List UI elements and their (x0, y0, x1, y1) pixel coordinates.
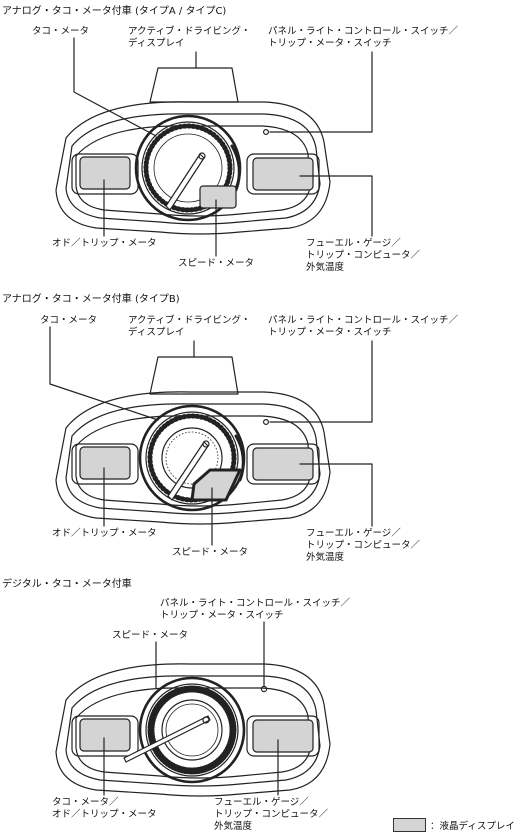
cluster-housing-outer-1 (55, 101, 331, 235)
gauge-inner-dial-2 (165, 431, 219, 485)
legend: ：液晶ディスプレイ (393, 817, 515, 833)
cluster-housing-inner-2 (65, 403, 321, 515)
gauge-ring-1 (141, 121, 235, 215)
speed-label-3: スピード・メータ (112, 630, 189, 641)
fuel-label-1: フューエル・ゲージ／トリップ・コンピュータ／外気温度 (306, 238, 421, 273)
tacho-label-2: タコ・メータ (40, 315, 98, 326)
leader-panel-switch-2 (269, 340, 373, 423)
tacho-odo-label-3: タコ・メータ／オド／トリップ・メータ (52, 797, 157, 820)
legend-label: ：液晶ディスプレイ (430, 821, 515, 832)
left-lcd-frame-2 (71, 443, 139, 485)
fuel-label-3: フューエル・ゲージ／トリップ・コンピュータ／外気温度 (214, 797, 329, 832)
speed-lcd-1 (199, 185, 237, 209)
panel-switch-knob-2 (263, 419, 270, 426)
left-lcd-frame-3 (71, 715, 139, 757)
odo-label-2: オド／トリップ・メータ (52, 528, 157, 539)
left-lcd-2 (79, 446, 131, 480)
cluster-1 (55, 37, 373, 257)
gauge-ring-2 (145, 411, 239, 505)
gauge-redzone-2 (234, 434, 245, 482)
panel-switch-label-2: パネル・ライト・コントロール・スイッチ／トリップ・メータ・スイッチ (268, 315, 459, 338)
tacho-label-1: タコ・メータ (32, 26, 90, 37)
active-display-label-1: アクティブ・ドライビング・ディスプレイ (128, 26, 251, 49)
left-lcd-3 (79, 718, 131, 752)
right-lcd-frame-1 (246, 153, 320, 195)
right-lcd-frame-3 (246, 715, 320, 757)
gauge-redzone-1 (230, 144, 241, 192)
panel-switch-label-1: パネル・ライト・コントロール・スイッチ／トリップ・メータ・スイッチ (268, 26, 459, 49)
right-lcd-3 (252, 719, 314, 753)
speed-label-2: スピード・メータ (172, 547, 249, 558)
active-driving-display-1 (149, 67, 239, 103)
cluster-housing-outer-2 (55, 391, 331, 525)
cluster-housing-inner-1 (65, 113, 321, 225)
gauge-ring-3 (145, 683, 239, 777)
panel-switch-knob-1 (263, 129, 270, 136)
section-1-title: アナログ・タコ・メータ付車 (タイプA / タイプC) (2, 6, 227, 17)
cluster-housing-inner-3 (65, 675, 321, 787)
speed-needle-3 (123, 715, 211, 763)
gauge-inner-1 (153, 133, 223, 203)
gauge-hub-2 (202, 440, 210, 448)
right-lcd-1 (252, 157, 314, 191)
gauge-outer-3 (138, 676, 246, 784)
panel-switch-label-3: パネル・ライト・コントロール・スイッチ／トリップ・メータ・スイッチ (160, 598, 351, 621)
gauge-tick-ring-1 (143, 123, 233, 213)
cluster-2 (49, 326, 373, 546)
odo-label-1: オド／トリップ・メータ (52, 238, 157, 249)
legend-swatch (393, 818, 426, 832)
left-lcd-1 (79, 156, 131, 190)
leader-fuel-2 (299, 463, 373, 527)
section-3-title: デジタル・タコ・メータ付車 (2, 579, 132, 590)
fuel-label-2: フューエル・ゲージ／トリップ・コンピュータ／外気温度 (306, 528, 421, 563)
speed-lcd-2 (190, 468, 242, 502)
panel-switch-knob-3 (260, 685, 268, 693)
left-lcd-frame-1 (71, 153, 139, 195)
leader-tacho-2 (49, 326, 159, 421)
leader-tacho-1 (73, 37, 157, 137)
gauge-hub-3 (202, 716, 210, 724)
active-display-label-2: アクティブ・ドライビング・ディスプレイ (128, 315, 251, 338)
section-2-title: アナログ・タコ・メータ付車 (タイプB) (2, 294, 180, 305)
gauge-inner-3 (161, 699, 223, 761)
cluster-3 (55, 621, 331, 797)
gauge-hub-1 (198, 152, 206, 160)
gauge-tick-ring-3 (147, 685, 237, 775)
leader-fuel-1 (299, 175, 373, 237)
leader-panel-switch-1 (269, 51, 373, 133)
speed-label-1: スピード・メータ (178, 258, 255, 269)
active-driving-display-2 (149, 356, 239, 395)
gauge-inner-2-3 (165, 703, 219, 757)
